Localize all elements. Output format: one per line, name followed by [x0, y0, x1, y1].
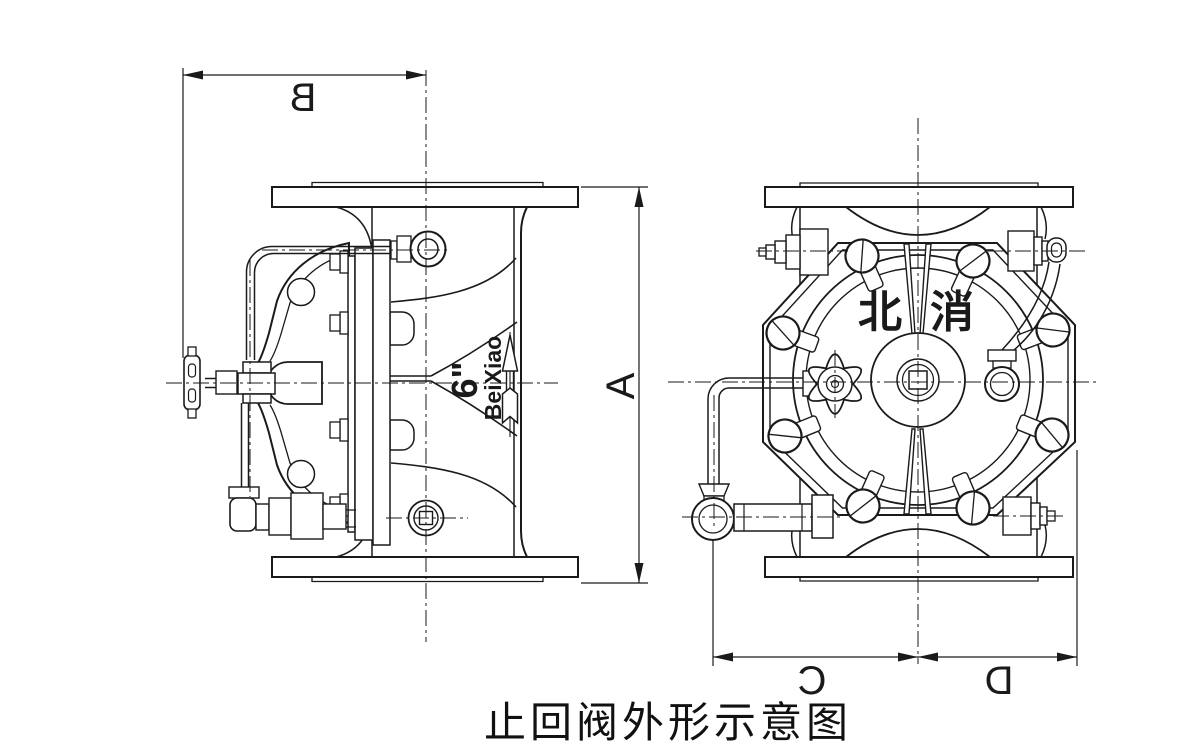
right-bottom-flange [764, 556, 1074, 578]
left-bottom-flange [271, 556, 579, 578]
brand-label: BeiXiao [480, 336, 506, 420]
dim-c: C [712, 540, 918, 703]
size-label: 6" [444, 361, 485, 398]
swing-bolts [765, 238, 1071, 526]
dim-c-label: C [798, 659, 827, 703]
dim-d-label: D [985, 659, 1014, 703]
right-view: 北 消 [691, 182, 1076, 582]
brand-mark: 6" BeiXiao [444, 332, 519, 437]
dim-b-label: B [290, 76, 317, 120]
dim-a: A [581, 186, 648, 584]
caption: 止回阀外形示意图 [484, 700, 852, 747]
left-view: 6" BeiXiao [183, 181, 579, 583]
right-top-flange [764, 186, 1074, 208]
dim-b: B [182, 68, 426, 358]
centerlines [166, 70, 1098, 664]
right-pipe [984, 261, 1061, 402]
brand-char-left: 北 [858, 288, 902, 337]
flow-arrow-icon [501, 332, 519, 437]
dim-d: D [918, 450, 1078, 703]
brand-char-right: 消 [930, 288, 974, 337]
dim-a-label: A [599, 372, 643, 399]
left-top-flange [271, 186, 579, 208]
eye-bolt-icon [409, 230, 447, 268]
cover-bracket [257, 239, 391, 546]
cover-ribs [903, 243, 932, 515]
